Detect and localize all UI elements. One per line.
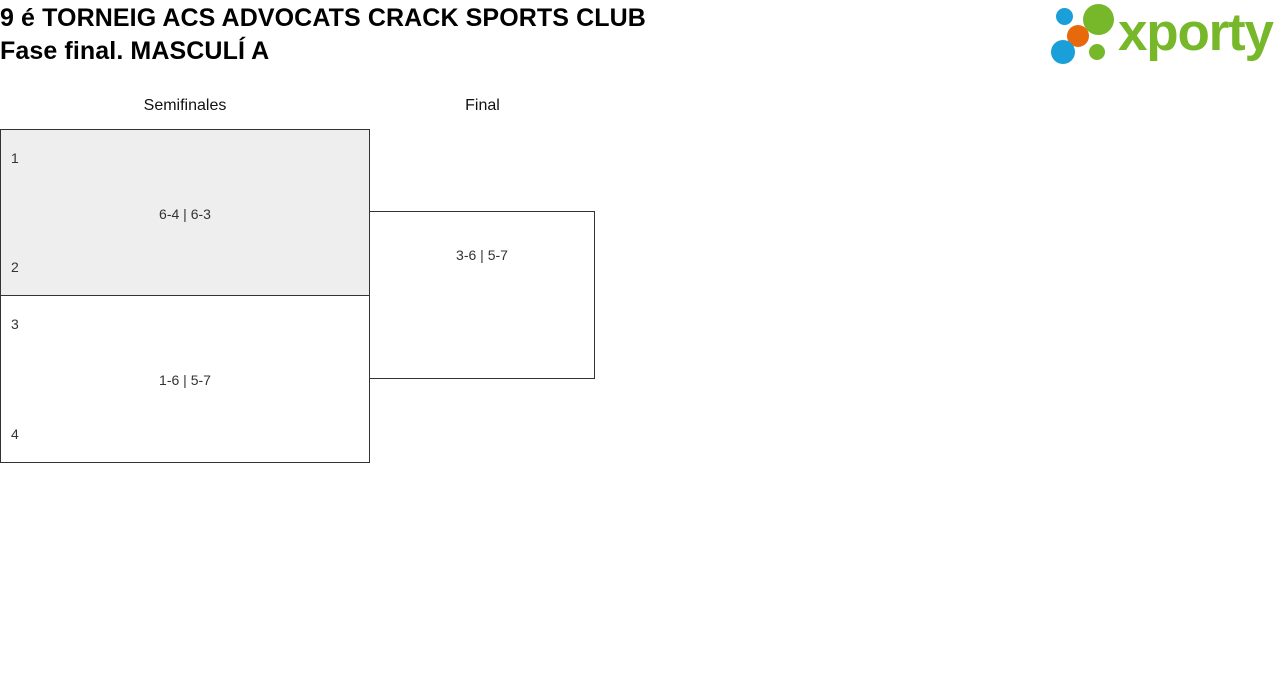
round-header-semifinales: Semifinales bbox=[143, 97, 227, 114]
match-semifinal-1-player-bottom: 2 bbox=[11, 259, 19, 275]
title-block: 9 é TORNEIG ACS ADVOCATS CRACK SPORTS CL… bbox=[0, 0, 900, 68]
logo-wordmark: xporty bbox=[1118, 3, 1274, 62]
logo-dots-icon bbox=[1048, 2, 1122, 64]
match-semifinal-1[interactable]: 1 6-4 | 6-3 2 bbox=[0, 129, 370, 296]
match-final[interactable]: 3-6 | 5-7 bbox=[369, 211, 595, 379]
match-semifinal-1-player-top: 1 bbox=[11, 150, 19, 166]
blue-small-dot-icon bbox=[1056, 8, 1073, 25]
green-large-dot-icon bbox=[1083, 4, 1114, 35]
match-final-score: 3-6 | 5-7 bbox=[456, 247, 508, 263]
page-header: 9 é TORNEIG ACS ADVOCATS CRACK SPORTS CL… bbox=[0, 0, 1280, 78]
tournament-title: 9 é TORNEIG ACS ADVOCATS CRACK SPORTS CL… bbox=[0, 4, 646, 32]
blue-large-dot-icon bbox=[1051, 40, 1075, 64]
xporty-logo[interactable]: xporty bbox=[1048, 2, 1276, 64]
green-small-dot-icon bbox=[1089, 44, 1105, 60]
match-semifinal-2[interactable]: 3 1-6 | 5-7 4 bbox=[0, 295, 370, 463]
match-semifinal-2-player-top: 3 bbox=[11, 316, 19, 332]
match-semifinal-2-score: 1-6 | 5-7 bbox=[159, 372, 211, 388]
match-semifinal-2-player-bottom: 4 bbox=[11, 426, 19, 442]
match-semifinal-1-score: 6-4 | 6-3 bbox=[159, 206, 211, 222]
round-header-final: Final bbox=[465, 97, 500, 114]
tournament-subtitle: Fase final. MASCULÍ A bbox=[0, 37, 270, 65]
orange-dot-icon bbox=[1067, 25, 1089, 47]
